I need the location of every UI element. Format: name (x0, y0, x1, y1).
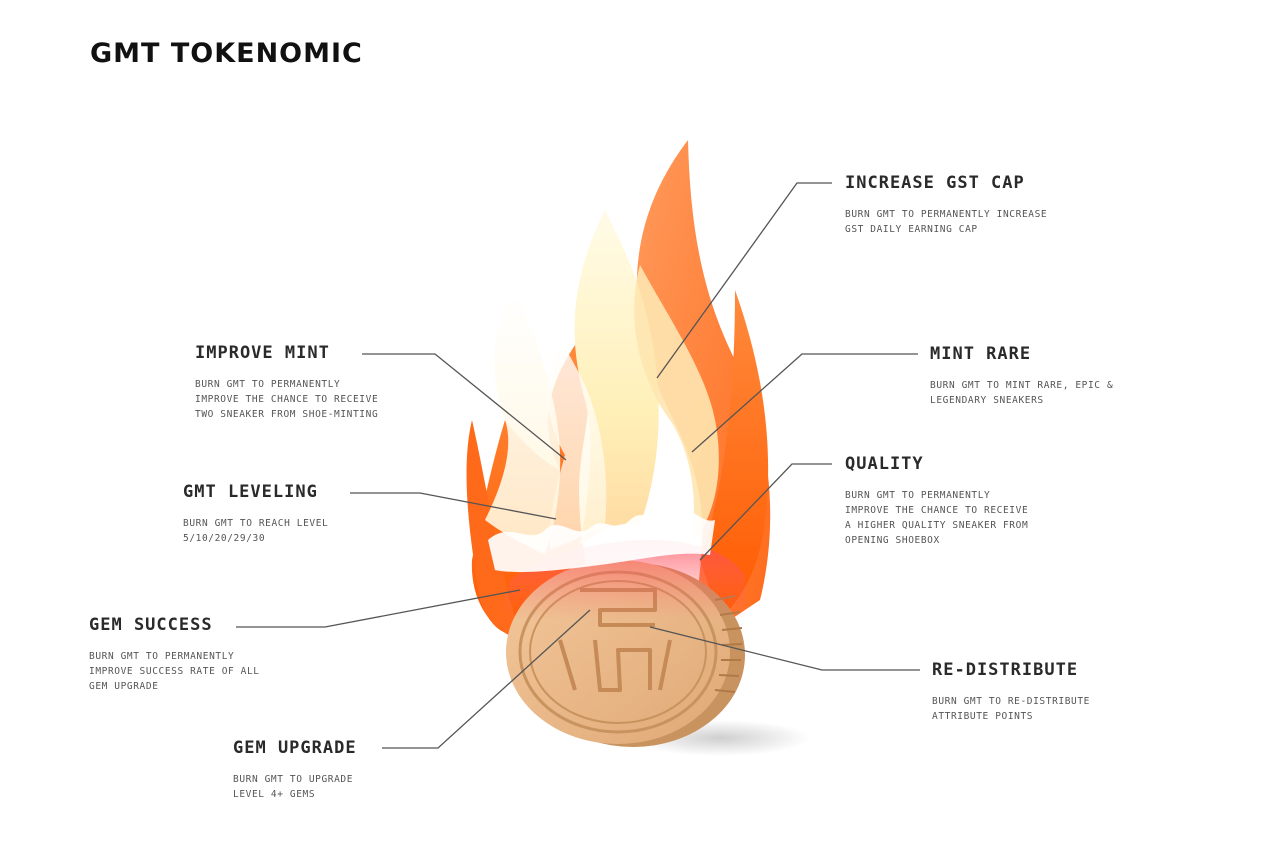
callout-description: BURN GMT TO REACH LEVEL 5/10/20/29/30 (183, 518, 329, 544)
callout-title: MINT RARE (930, 344, 1032, 364)
callout-title: GMT LEVELING (183, 482, 318, 502)
callout-description: BURN GMT TO RE-DISTRIBUTE ATTRIBUTE POIN… (932, 696, 1090, 722)
callout-mint-rare: MINT RARE BURN GMT TO MINT RARE, EPIC & … (930, 344, 1113, 408)
leader-line-improve-mint (362, 353, 567, 461)
gmt-coin (500, 540, 745, 747)
flame-white-left (485, 290, 561, 555)
callout-quality: QUALITY BURN GMT TO PERMANENTLY IMPROVE … (845, 454, 1028, 548)
callout-description: BURN GMT TO PERMANENTLY IMPROVE THE CHAN… (195, 379, 379, 420)
callout-description: BURN GMT TO PERMANENTLY IMPROVE SUCCESS … (89, 651, 260, 692)
callout-gmt-leveling: GMT LEVELING BURN GMT TO REACH LEVEL 5/1… (183, 482, 328, 546)
flame-cream-right (634, 265, 719, 545)
callout-description: BURN GMT TO MINT RARE, EPIC & LEGENDARY … (930, 380, 1114, 406)
flame-white-mid (547, 340, 607, 550)
callout-gem-success: GEM SUCCESS BURN GMT TO PERMANENTLY IMPR… (89, 615, 260, 694)
leader-line-gmt-leveling (350, 492, 557, 520)
callout-title: IMPROVE MINT (195, 343, 330, 363)
callout-description: BURN GMT TO PERMANENTLY IMPROVE THE CHAN… (845, 490, 1029, 546)
leader-line-mint-rare (691, 353, 918, 453)
leader-line-gem-success (236, 589, 521, 628)
callout-description: BURN GMT TO PERMANENTLY INCREASE GST DAI… (845, 209, 1048, 235)
leader-line-quality (699, 463, 832, 561)
leader-line-gem-upgrade (382, 609, 591, 749)
callout-improve-mint: IMPROVE MINT BURN GMT TO PERMANENTLY IMP… (195, 343, 378, 422)
callout-title: GEM SUCCESS (89, 615, 213, 635)
flame-white-base (488, 510, 715, 573)
callout-gem-upgrade: GEM UPGRADE BURN GMT TO UPGRADE LEVEL 4+… (233, 738, 357, 802)
callout-title: RE-DISTRIBUTE (932, 660, 1079, 680)
callout-increase-gst-cap: INCREASE GST CAP BURN GMT TO PERMANENTLY… (845, 173, 1047, 237)
leader-line-re-distribute (649, 626, 920, 671)
flame-right-orange (700, 290, 769, 620)
callout-title: GEM UPGRADE (233, 738, 357, 758)
callout-description: BURN GMT TO UPGRADE LEVEL 4+ GEMS (233, 774, 354, 800)
page-title: GMT TOKENOMIC (90, 38, 363, 69)
leader-line-increase-gst-cap (656, 182, 832, 379)
callout-re-distribute: RE-DISTRIBUTE BURN GMT TO RE-DISTRIBUTE … (932, 660, 1090, 724)
callout-title: QUALITY (845, 454, 924, 474)
callout-title: INCREASE GST CAP (845, 173, 1025, 193)
flame-left-edge (466, 420, 520, 634)
